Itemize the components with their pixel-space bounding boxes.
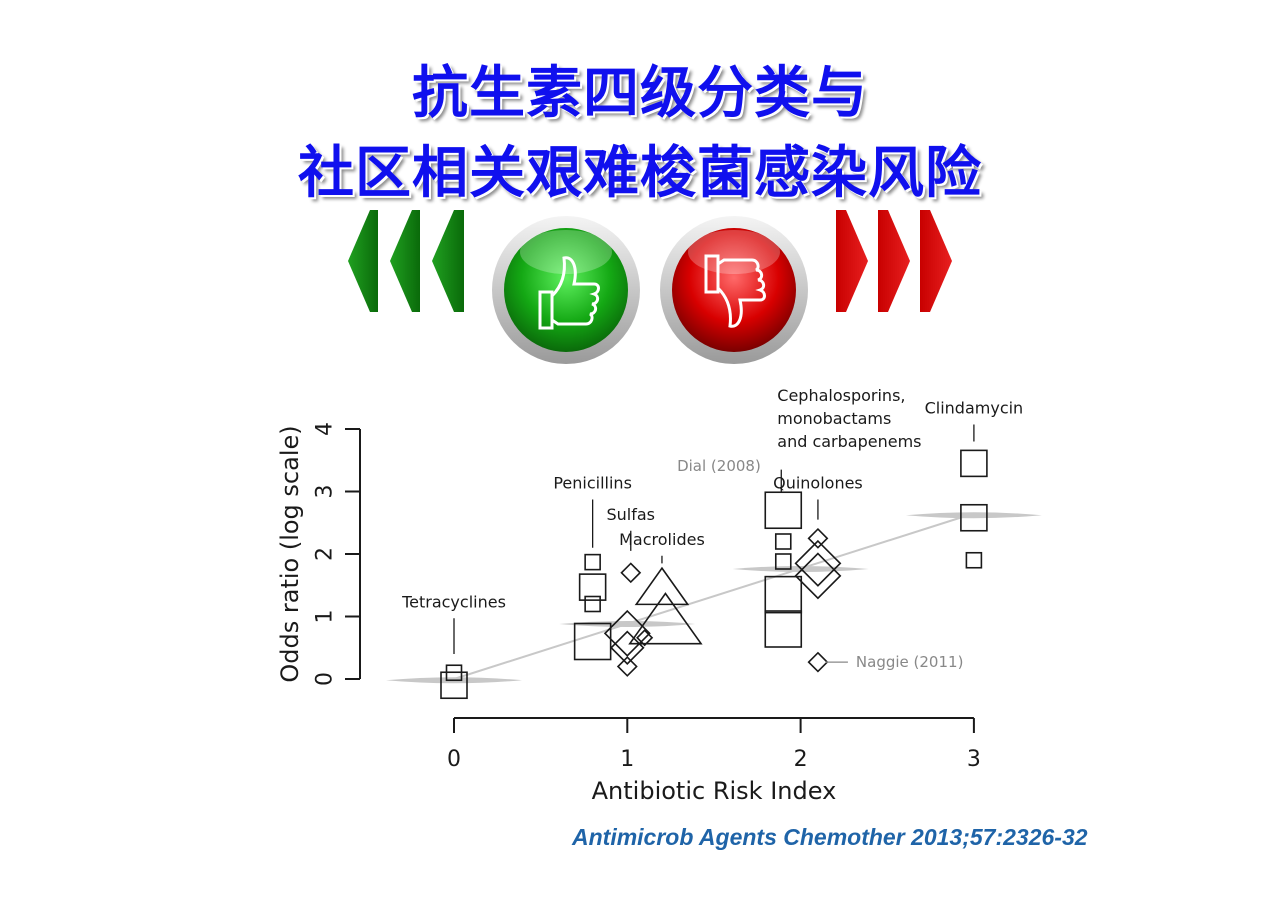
- marker-square-3: [578, 573, 607, 601]
- marker-square-22: [960, 449, 988, 478]
- thumbs-up-icon: [492, 216, 640, 364]
- regression-line: [453, 512, 975, 680]
- label-cephalosporins-line-0: Cephalosporins,: [777, 386, 905, 405]
- label-clindamycin: Clindamycin: [925, 399, 1024, 418]
- marker-diamond-10: [636, 629, 654, 647]
- marker-diamond-20: [794, 552, 842, 600]
- x-tick-label-0: 0: [447, 747, 461, 772]
- title-line-1: 抗生素四级分类与: [412, 61, 868, 126]
- marker-diamond-18: [807, 527, 829, 549]
- pooled-estimate-band-3: [905, 512, 1042, 519]
- label-cephalosporins-line-1: monobactams: [777, 409, 891, 428]
- y-tick-label-2: 2: [313, 547, 338, 561]
- marker-triangle-11: [634, 566, 690, 606]
- marker-square-17: [764, 610, 803, 648]
- marker-square-13: [764, 491, 803, 530]
- marker-square-16: [764, 575, 803, 614]
- marker-diamond-8: [610, 630, 645, 666]
- x-tick-label-1: 1: [620, 747, 634, 772]
- label-cephalosporins-line-2: and carbapenems: [777, 432, 921, 451]
- y-tick-label-1: 1: [313, 610, 338, 624]
- title-line-2: 社区相关艰难梭菌感染风险: [298, 141, 982, 206]
- y-tick-label-4: 4: [313, 422, 338, 436]
- y-tick-label-0: 0: [313, 672, 338, 686]
- y-tick-label-3: 3: [313, 485, 338, 499]
- x-tick-label-2: 2: [794, 747, 808, 772]
- label-tetracyclines: Tetracyclines: [401, 592, 506, 611]
- label-quinolones: Quinolones: [773, 474, 863, 493]
- marker-triangle-12: [628, 592, 703, 645]
- marker-diamond-9: [616, 656, 638, 677]
- label-dial-2008: Dial (2008): [677, 457, 761, 475]
- marker-square-14: [774, 533, 792, 550]
- x-tick-label-3: 3: [967, 747, 981, 772]
- x-axis-label: Antibiotic Risk Index: [592, 777, 837, 805]
- marker-square-1: [440, 671, 468, 700]
- arrow-left-icon: [348, 210, 464, 312]
- marker-square-2: [584, 553, 601, 571]
- label-penicillins: Penicillins: [553, 474, 632, 493]
- marker-square-4: [584, 595, 601, 613]
- arrow-right-icon: [836, 210, 952, 312]
- label-sulfas: Sulfas: [607, 505, 656, 524]
- marker-square-23: [960, 503, 988, 532]
- marker-square-15: [774, 553, 792, 570]
- label-naggie-2011: Naggie (2011): [856, 653, 964, 671]
- thumbs-banner: [348, 210, 952, 364]
- thumbs-down-icon: [660, 216, 808, 364]
- marker-square-24: [965, 551, 983, 569]
- y-axis-label: Odds ratio (log scale): [276, 425, 304, 682]
- marker-square-5: [573, 622, 612, 661]
- marker-diamond-19: [794, 539, 842, 587]
- marker-diamond-21: [807, 651, 829, 673]
- label-macrolides: Macrolides: [619, 530, 705, 549]
- citation: Antimicrob Agents Chemother 2013;57:2326…: [572, 824, 1088, 850]
- marker-diamond-6: [620, 562, 642, 584]
